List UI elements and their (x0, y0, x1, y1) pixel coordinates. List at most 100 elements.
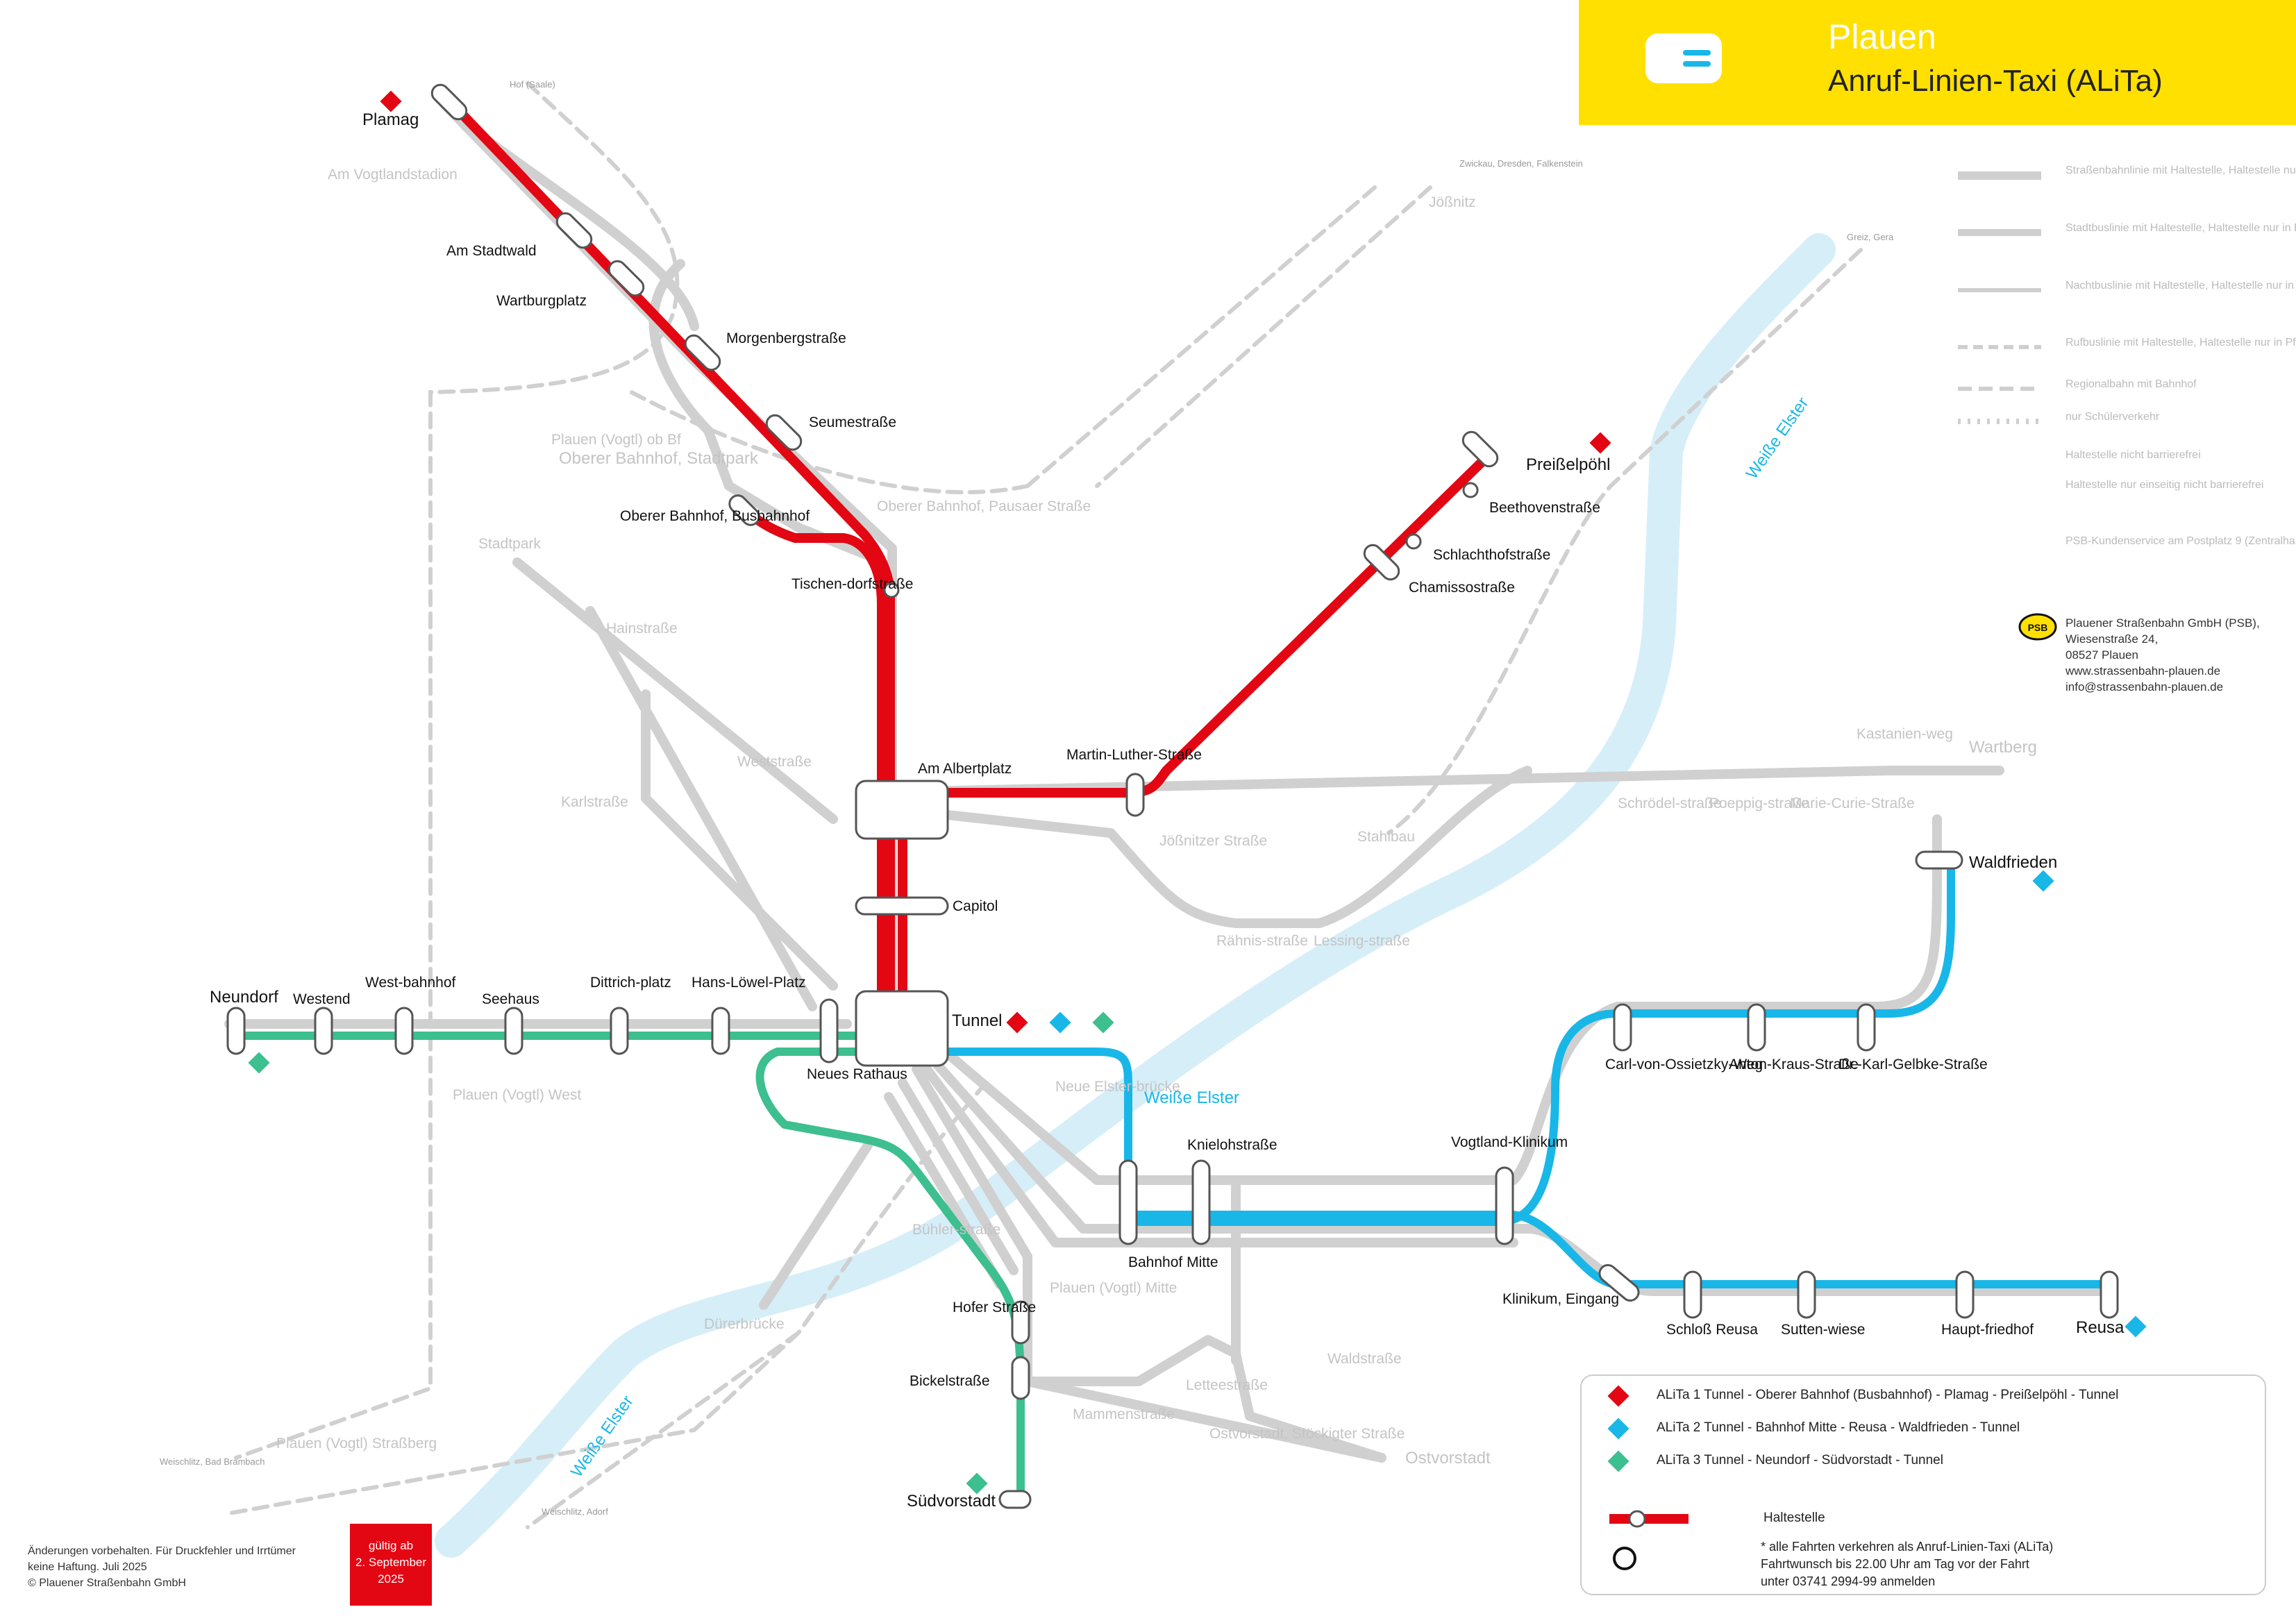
label-oberer-bahnhof: Oberer Bahnhof, Busbahnhof (620, 508, 810, 524)
line-markers (248, 90, 2147, 1495)
label-seehaus: Seehaus (482, 991, 539, 1007)
grey-label-lessingstrasse: Lessing-straße (1314, 933, 1410, 949)
label-plamag: Plamag (362, 110, 419, 129)
key-service-center: PSB-Kundenservice am Postplatz 9 (Zentra… (2065, 535, 2296, 547)
grey-label-letteestrasse: Letteestraße (1186, 1377, 1268, 1393)
key-nightbus: Nachtbuslinie mit Haltestelle, Haltestel… (2065, 280, 2296, 292)
grey-label-waldstrasse: Waldstraße (1327, 1351, 1402, 1367)
grey-label-kastanienweg: Kastanien-weg (1857, 726, 1953, 742)
grey-label-plauen-strassberg: Plauen (Vogtl) Straßberg (276, 1436, 437, 1452)
label-martin-luther-strasse: Martin-Luther-Straße (1066, 747, 1202, 763)
label-wartburgplatz: Wartburgplatz (496, 293, 587, 309)
legend-stop-label: Haltestelle (1763, 1511, 1825, 1525)
circle-stops (883, 482, 1479, 598)
label-schlachthofstrasse: Schlachthofstraße (1433, 547, 1550, 563)
grey-label-hainstrasse: Hainstraße (606, 621, 678, 637)
taxi-icon (1645, 33, 1722, 83)
legend-line3: ALiTa 3 Tunnel - Neundorf - Südvorstadt … (1657, 1453, 1943, 1468)
albertplatz-box (855, 780, 949, 840)
river-label-2: Weiße Elster (1743, 394, 1813, 483)
rail-lines (227, 81, 1863, 1529)
key-regional-rail: Regionalbahn mit Bahnhof (2065, 378, 2197, 390)
grey-label-stadtpark: Stadtpark (478, 536, 541, 552)
key-citybus: Stadtbuslinie mit Haltestelle, Haltestel… (2065, 222, 2296, 234)
grey-label-plauen-mitte: Plauen (Vogtl) Mitte (1050, 1280, 1177, 1296)
grey-label-weststrasse: Weststraße (737, 754, 812, 770)
label-suedvorstadt: Südvorstadt (907, 1492, 996, 1511)
rail-label-hof: Hof (Saale) (510, 79, 555, 90)
label-chamissostrasse: Chamissostraße (1409, 580, 1515, 596)
label-knielohstrasse: Knielohstraße (1187, 1137, 1277, 1153)
grey-label-am-vogtlandstadion: Am Vogtlandstadion (328, 167, 458, 183)
grey-label-neue-elsterbruecke: Neue Elster-brücke (1055, 1079, 1180, 1095)
grey-label-buehlerstrasse: Bühler-straße (912, 1222, 1000, 1238)
contact-info: Plauener Straßenbahn GmbH (PSB), Wiesens… (2065, 616, 2260, 693)
label-am-albertplatz: Am Albertplatz (918, 761, 1012, 777)
label-beethovenstrasse: Beethovenstraße (1489, 500, 1600, 516)
grey-label-karlstrasse: Karlstraße (561, 794, 628, 810)
junction-boxes (855, 780, 949, 1067)
label-dr-karl-gelbke-strasse: Dr.-Karl-Gelbke-Straße (1838, 1057, 1988, 1073)
legend-line2: ALiTa 2 Tunnel - Bahnhof Mitte - Reusa -… (1657, 1420, 2020, 1435)
label-westend: Westend (293, 991, 351, 1007)
legend-line1: ALiTa 1 Tunnel - Oberer Bahnhof (Busbahn… (1657, 1388, 2119, 1402)
label-bickelstrasse: Bickelstraße (910, 1373, 990, 1389)
header-title: Anruf-Linien-Taxi (ALiTa) (1828, 64, 2163, 98)
grey-label-raehnisstrasse: Rähnis-straße (1216, 933, 1308, 949)
label-am-stadtwald: Am Stadtwald (446, 243, 537, 259)
rail-label-greiz: Greiz, Gera (1847, 232, 1894, 242)
label-carl-von-ossietzky-weg: Carl-von-Ossietzky-Weg (1605, 1057, 1763, 1073)
label-preisselpoehl: Preißelpöhl (1526, 455, 1610, 474)
key-not-barrier-free: Haltestelle nicht barrierefrei (2065, 449, 2201, 461)
line1-route (445, 96, 1491, 1004)
grey-label-joessnitzer-strasse: Jößnitzer Straße (1159, 833, 1267, 849)
label-tunnel: Tunnel (952, 1011, 1003, 1030)
label-hauptfriedhof: Haupt-friedhof (1941, 1322, 2034, 1338)
label-neundorf: Neundorf (210, 988, 278, 1007)
psb-logo: PSB (2018, 613, 2057, 641)
grey-label-ostvorstadt: Ostvorstadt (1405, 1449, 1491, 1468)
svg-text:PSB: PSB (2028, 622, 2048, 633)
key-one-side-barrier: Haltestelle nur einseitig nicht barriere… (2065, 479, 2263, 491)
label-dittrichplatz: Dittrich-platz (590, 975, 671, 991)
label-bahnhof-mitte: Bahnhof Mitte (1128, 1254, 1218, 1270)
grey-label-plauen-ob-bf: Plauen (Vogtl) ob Bf (551, 432, 681, 448)
label-tischendorfstrasse: Tischen-dorfstraße (791, 576, 913, 592)
grey-label-schroedelstrasse: Schrödel-straße (1618, 796, 1721, 812)
key-tram: Straßenbahnlinie mit Haltestelle, Haltes… (2065, 165, 2296, 176)
rail-label-zwickau: Zwickau, Dresden, Falkenstein (1459, 158, 1583, 169)
grey-label-oberer-bahnhof-stadtpark: Oberer Bahnhof, Stadtpark (559, 449, 759, 468)
grey-label-stahlbau: Stahlbau (1357, 829, 1415, 845)
label-reusa: Reusa (2076, 1318, 2125, 1337)
stop-markers (226, 83, 2119, 1509)
key-callbus: Rufbuslinie mit Haltestelle, Haltestelle… (2065, 337, 2296, 348)
grey-label-ostvorstadt-stoeckigter: Ostvorstadt, Stöckigter Straße (1209, 1426, 1405, 1442)
label-waldfrieden: Waldfrieden (1969, 853, 2057, 872)
label-suttenwiese: Sutten-wiese (1781, 1322, 1865, 1338)
label-westbahnhof: West-bahnhof (365, 975, 456, 991)
rail-label-weischlitz-adorf: Weischlitz, Adorf (542, 1506, 608, 1517)
label-seumestrasse: Seumestraße (809, 414, 896, 430)
label-morgenbergstrasse: Morgenbergstraße (726, 330, 846, 346)
grey-label-oberer-bahnhof-pausaer: Oberer Bahnhof, Pausaer Straße (877, 498, 1091, 514)
legend-sample-stop (1609, 1510, 1689, 1570)
grey-label-plauen-west: Plauen (Vogtl) West (453, 1087, 581, 1103)
grey-label-mammenstrasse: Mammenstraße (1073, 1406, 1175, 1422)
label-schloss-reusa: Schloß Reusa (1666, 1322, 1758, 1338)
grey-label-duererbruecke: Dürerbrücke (704, 1316, 785, 1332)
label-anton-kraus-strasse: Anton-Kraus-Straße (1729, 1057, 1859, 1073)
validity-badge: gültig ab 2. September 2025 (350, 1524, 432, 1606)
label-hans-loewel-platz: Hans-Löwel-Platz (692, 975, 806, 991)
river-label-1: Weiße Elster (1144, 1088, 1239, 1107)
header-city: Plauen (1828, 17, 1936, 56)
label-hofer-strasse: Hofer Straße (953, 1300, 1036, 1315)
tunnel-box (855, 990, 949, 1067)
key-swatches (1958, 171, 2041, 424)
grey-label-poeppigstrasse: Poeppig-straße (1709, 796, 1809, 812)
legend-note: * alle Fahrten verkehren als Anruf-Linie… (1761, 1540, 2054, 1588)
label-vogtland-klinikum: Vogtland-Klinikum (1451, 1134, 1568, 1150)
river-weisse-elster (435, 233, 1836, 1558)
rail-label-weischlitz-bad-brambach: Weischlitz, Bad Brambach (160, 1456, 265, 1467)
footer-notice: Änderungen vorbehalten. Für Druckfehler … (28, 1545, 296, 1589)
